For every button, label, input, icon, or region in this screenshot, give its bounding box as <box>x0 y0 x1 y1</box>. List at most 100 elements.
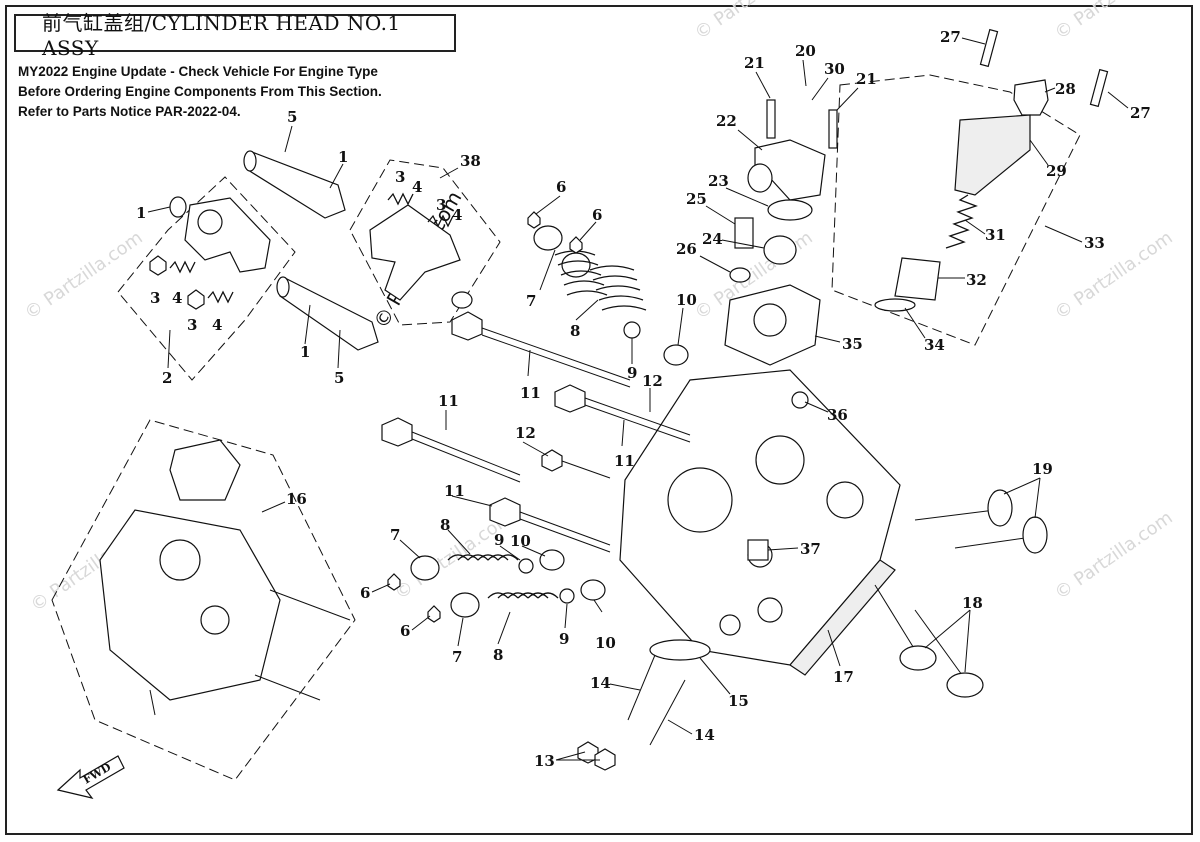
leader-11c <box>621 419 625 447</box>
spark-plug-37 <box>747 539 769 561</box>
valve-19b-stem <box>954 537 1026 549</box>
bolt-11b-shank-2 <box>584 404 691 443</box>
cam-chain-tensioner <box>874 28 1109 312</box>
leader-31 <box>964 219 986 235</box>
rocker-shafts <box>243 150 379 351</box>
washer-10c <box>580 579 606 601</box>
callout-11a: 11 <box>520 384 541 402</box>
rocker-shaft-bore <box>197 209 223 235</box>
callout-17: 17 <box>833 668 854 686</box>
callout-7c: 7 <box>452 648 462 666</box>
leader-11d <box>451 495 493 507</box>
leader-7b <box>399 539 421 559</box>
callout-36: 36 <box>827 406 848 424</box>
box-rocker-arm-38 <box>349 159 501 326</box>
tensioner-plug-28 <box>1013 79 1049 116</box>
valve-19b-head <box>1022 516 1048 554</box>
valve-19a-head <box>987 489 1013 527</box>
adjuster-38-4b <box>427 214 454 228</box>
rocker-arm-body <box>184 197 271 273</box>
leader-21a <box>755 71 771 99</box>
leader-23 <box>725 187 769 207</box>
diagram-title-text: 前气缸盖组/CYLINDER HEAD NO.1 ASSY <box>42 10 401 60</box>
cotter-6d <box>427 605 441 623</box>
leader-11a <box>527 349 531 377</box>
bolt-11c <box>381 417 521 483</box>
o-ring-1 <box>169 196 187 218</box>
assembly-port <box>200 605 230 635</box>
callout-4a: 4 <box>172 289 182 307</box>
diagram-title: 前气缸盖组/CYLINDER HEAD NO.1 ASSY <box>14 11 456 60</box>
spring-8b <box>589 265 647 311</box>
spring-8d <box>487 592 559 599</box>
leader-10b <box>521 545 546 557</box>
tensioner-spring-31 <box>945 194 978 249</box>
leader-38 <box>439 167 459 179</box>
bolt-21b <box>828 109 838 149</box>
callout-16: 16 <box>286 490 307 508</box>
box-head-assy-16 <box>51 419 356 781</box>
leader-9b <box>499 545 521 561</box>
callout-4c: 4 <box>412 178 422 196</box>
callout-38: 38 <box>460 152 481 170</box>
callout-31: 31 <box>985 226 1006 244</box>
callout-22: 22 <box>716 112 737 130</box>
seal-9c <box>559 588 575 604</box>
bolt-11a <box>451 311 631 388</box>
callout-6a: 6 <box>556 178 566 196</box>
leader-8c <box>497 611 511 645</box>
assembly-stud-2 <box>254 674 321 701</box>
callout-3c: 3 <box>395 168 405 186</box>
lower-fasteners <box>577 639 711 771</box>
callout-8b: 8 <box>440 516 450 534</box>
bolt-11c-head <box>381 417 413 447</box>
box-rocker-arm-2 <box>117 176 296 381</box>
callout-1a: 1 <box>338 148 348 166</box>
port-4 <box>757 597 783 623</box>
rocker-shaft-5b <box>279 277 379 351</box>
leader-24 <box>721 239 765 249</box>
tensioner-plunger-32 <box>894 257 941 301</box>
valve-18a-head <box>899 645 937 671</box>
shaft-end-5b <box>276 276 290 298</box>
bolt-11d <box>489 497 611 553</box>
callout-3b: 3 <box>187 316 197 334</box>
leader-34 <box>904 307 926 339</box>
callout-6d: 6 <box>400 622 410 640</box>
assembly-stud-3 <box>149 689 156 716</box>
callout-7b: 7 <box>390 526 400 544</box>
callout-14a: 14 <box>590 674 611 692</box>
leader-17 <box>827 629 841 667</box>
callout-labels: 27 27 28 29 31 32 33 34 35 36 37 20 21 2… <box>136 28 1151 770</box>
leader-8a <box>575 299 599 321</box>
dowel-36 <box>791 391 809 409</box>
bolt-12-head <box>541 449 563 472</box>
callout-6c: 6 <box>360 584 370 602</box>
callout-5a: 5 <box>287 108 297 126</box>
callout-9a: 9 <box>627 364 637 382</box>
leader-37 <box>767 547 799 551</box>
callout-4d: 4 <box>452 206 462 224</box>
bolt-11a-head <box>451 311 483 341</box>
rocker-arm-left <box>149 196 271 310</box>
assembly-stud-1 <box>269 589 351 621</box>
stud-14a <box>627 654 656 721</box>
leader-6a <box>535 195 561 215</box>
callout-6b: 6 <box>592 206 602 224</box>
nut-13b <box>594 748 616 771</box>
adjuster-4b <box>207 290 234 304</box>
callout-26: 26 <box>676 240 697 258</box>
bolt-21a <box>766 99 776 139</box>
group-boxes <box>51 74 1081 781</box>
leader-18a <box>924 609 971 649</box>
callout-27a: 27 <box>940 28 961 46</box>
callout-12a: 12 <box>642 372 663 390</box>
bolt-12 <box>541 449 611 479</box>
fwd-arrow-shape <box>56 755 125 799</box>
bolt-11a-shank <box>481 327 631 381</box>
valve-springs-top <box>527 211 689 366</box>
leader-1a <box>329 163 344 189</box>
washer-10b <box>539 549 565 571</box>
leader-lines <box>147 37 1129 761</box>
o-ring-38 <box>451 291 473 309</box>
